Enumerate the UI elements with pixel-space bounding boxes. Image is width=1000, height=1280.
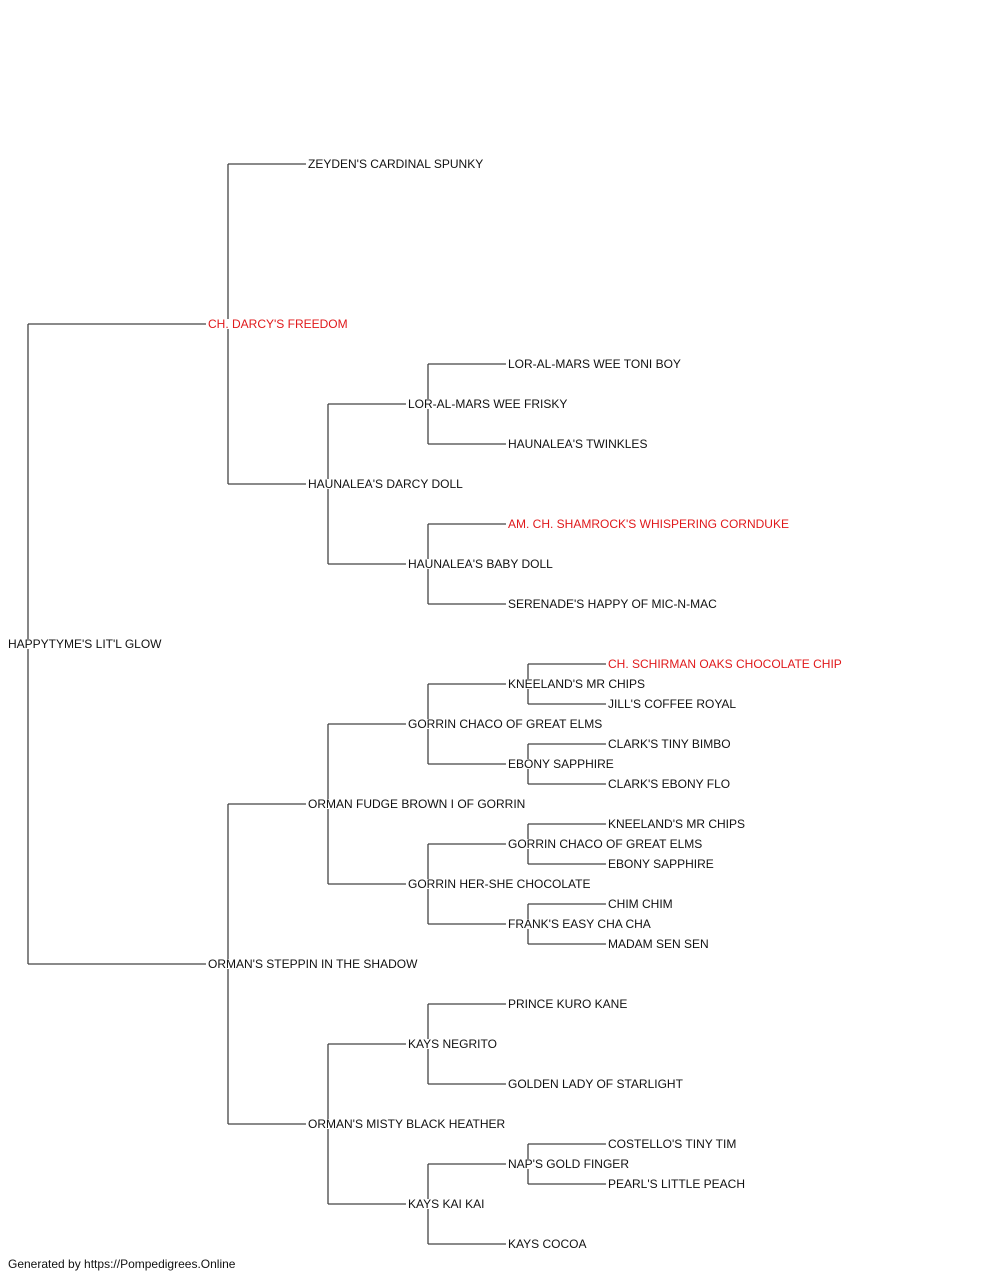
dog-name-dsd: GORRIN HER-SHE CHOCOLATE bbox=[408, 877, 590, 891]
dog-names: HAPPYTYME'S LIT'L GLOW CH. DARCY'S FREEDO… bbox=[8, 157, 842, 1250]
dog-name-sdss: LOR-AL-MARS WEE TONI BOY bbox=[508, 357, 681, 371]
dog-name-d: ORMAN'S STEPPIN IN THE SHADOW bbox=[208, 957, 418, 971]
dog-name-ds: ORMAN FUDGE BROWN I OF GORRIN bbox=[308, 797, 525, 811]
dog-name-ddds: NAP'S GOLD FINGER bbox=[508, 1157, 629, 1171]
dog-name-dsssd: JILL'S COFFEE ROYAL bbox=[608, 697, 736, 711]
dog-name-dssds: CLARK'S TINY BIMBO bbox=[608, 737, 731, 751]
dog-name-sds: LOR-AL-MARS WEE FRISKY bbox=[408, 397, 567, 411]
dog-name-sdsd: HAUNALEA'S TWINKLES bbox=[508, 437, 647, 451]
dog-name-dsddd: MADAM SEN SEN bbox=[608, 937, 709, 951]
dog-name-dss: GORRIN CHACO OF GREAT ELMS bbox=[408, 717, 602, 731]
dog-name-sddd: SERENADE'S HAPPY OF MIC-N-MAC bbox=[508, 597, 717, 611]
dog-name-dsds: GORRIN CHACO OF GREAT ELMS bbox=[508, 837, 702, 851]
dog-name-dssdd: CLARK'S EBONY FLO bbox=[608, 777, 730, 791]
dog-name-sd: HAUNALEA'S DARCY DOLL bbox=[308, 477, 463, 491]
dog-name-dddsd: PEARL'S LITTLE PEACH bbox=[608, 1177, 745, 1191]
dog-name-sdd: HAUNALEA'S BABY DOLL bbox=[408, 557, 553, 571]
dog-name-dsdd: FRANK'S EASY CHA CHA bbox=[508, 917, 651, 931]
connector-lines bbox=[27, 163, 606, 1245]
dog-name-ddd: KAYS KAI KAI bbox=[408, 1197, 484, 1211]
dog-name-ss: ZEYDEN'S CARDINAL SPUNKY bbox=[308, 157, 483, 171]
dog-name-sdds: AM. CH. SHAMROCK'S WHISPERING CORNDUKE bbox=[508, 517, 789, 531]
dog-name-ddss: PRINCE KURO KANE bbox=[508, 997, 627, 1011]
dog-name-dddss: COSTELLO'S TINY TIM bbox=[608, 1137, 736, 1151]
pedigree-tree: HAPPYTYME'S LIT'L GLOW CH. DARCY'S FREEDO… bbox=[8, 157, 842, 1250]
dog-name-dssd: EBONY SAPPHIRE bbox=[508, 757, 614, 771]
dog-name-dsss: KNEELAND'S MR CHIPS bbox=[508, 677, 645, 691]
dog-name-dddd: KAYS COCOA bbox=[508, 1237, 586, 1250]
dog-name-s: CH. DARCY'S FREEDOM bbox=[208, 317, 348, 331]
dog-name-dssss: CH. SCHIRMAN OAKS CHOCOLATE CHIP bbox=[608, 657, 842, 671]
dog-name-dd: ORMAN'S MISTY BLACK HEATHER bbox=[308, 1117, 506, 1131]
dog-name-subject: HAPPYTYME'S LIT'L GLOW bbox=[8, 637, 162, 651]
dog-name-dsdss: KNEELAND'S MR CHIPS bbox=[608, 817, 745, 831]
dog-name-dsdds: CHIM CHIM bbox=[608, 897, 673, 911]
dog-name-ddsd: GOLDEN LADY OF STARLIGHT bbox=[508, 1077, 684, 1091]
dog-name-dsdsd: EBONY SAPPHIRE bbox=[608, 857, 714, 871]
footer-credit: Generated by https://Pompedigrees.Online bbox=[8, 1257, 236, 1271]
dog-name-dds: KAYS NEGRITO bbox=[408, 1037, 497, 1051]
